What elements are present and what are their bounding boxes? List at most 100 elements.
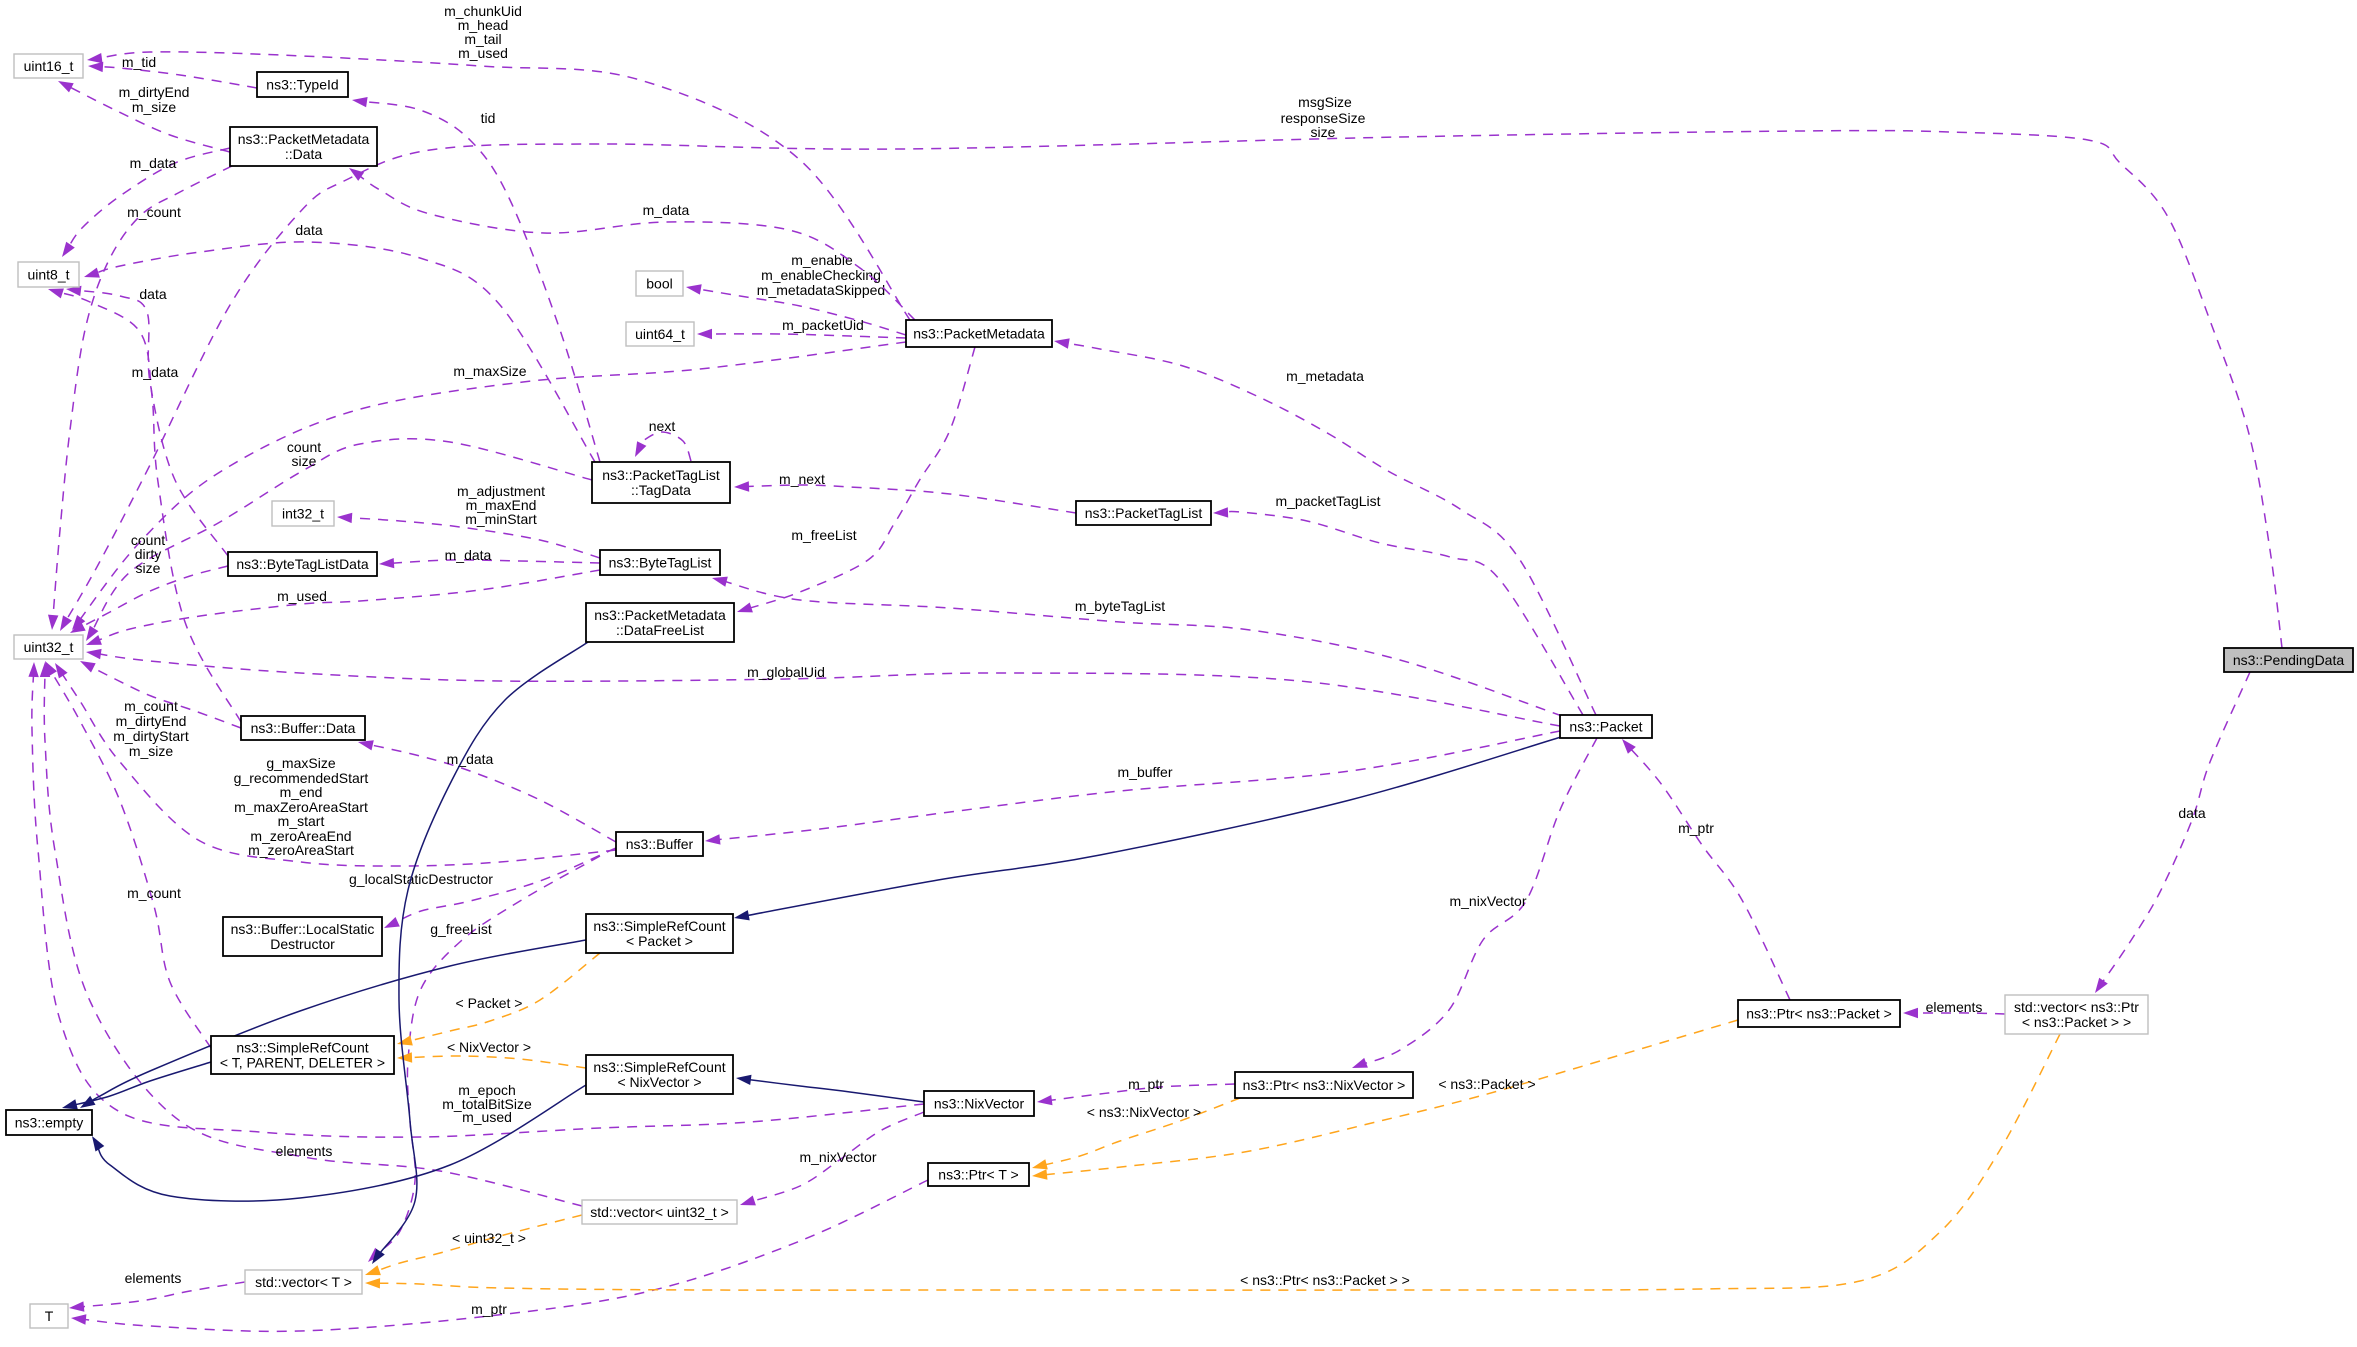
svg-text:data: data: [139, 286, 166, 302]
svg-text:m_packetUid: m_packetUid: [782, 317, 864, 333]
svg-text:m_nixVector: m_nixVector: [799, 1149, 876, 1165]
svg-text:m_totalBitSize: m_totalBitSize: [442, 1096, 532, 1112]
svg-text:elements: elements: [125, 1270, 182, 1286]
svg-text:ns3::SimpleRefCount: ns3::SimpleRefCount: [593, 918, 725, 934]
svg-text:m_metadata: m_metadata: [1286, 368, 1364, 384]
svg-text:ns3::Packet: ns3::Packet: [1569, 719, 1642, 735]
svg-text:uint16_t: uint16_t: [24, 58, 74, 74]
svg-text:m_used: m_used: [277, 588, 327, 604]
svg-text:g_recommendedStart: g_recommendedStart: [234, 770, 369, 786]
svg-text:< Packet >: < Packet >: [626, 933, 693, 949]
svg-text:ns3::SimpleRefCount: ns3::SimpleRefCount: [593, 1059, 725, 1075]
svg-text:ns3::NixVector: ns3::NixVector: [934, 1096, 1025, 1112]
svg-text:ns3::PacketTagList: ns3::PacketTagList: [1085, 505, 1203, 521]
svg-text:tid: tid: [481, 110, 496, 126]
svg-text:ns3::PacketMetadata: ns3::PacketMetadata: [238, 131, 370, 147]
svg-text:count: count: [287, 439, 321, 455]
svg-text:size: size: [292, 453, 317, 469]
svg-text:m_globalUid: m_globalUid: [747, 664, 825, 680]
svg-text:ns3::PacketMetadata: ns3::PacketMetadata: [594, 607, 726, 623]
svg-text:< Packet >: < Packet >: [456, 995, 523, 1011]
svg-text:g_maxSize: g_maxSize: [266, 755, 335, 771]
svg-text:m_next: m_next: [779, 471, 825, 487]
svg-text:< NixVector >: < NixVector >: [617, 1074, 701, 1090]
svg-text:size: size: [1311, 124, 1336, 140]
svg-text:count: count: [131, 532, 165, 548]
svg-text:m_byteTagList: m_byteTagList: [1075, 598, 1165, 614]
svg-text:::Data: ::Data: [285, 146, 323, 162]
svg-text:m_end: m_end: [280, 784, 323, 800]
svg-text:uint64_t: uint64_t: [635, 326, 685, 342]
svg-text:ns3::empty: ns3::empty: [15, 1115, 83, 1131]
svg-text:ns3::PacketMetadata: ns3::PacketMetadata: [913, 326, 1045, 342]
svg-text:< T, PARENT, DELETER >: < T, PARENT, DELETER >: [220, 1055, 385, 1071]
svg-text:m_data: m_data: [643, 202, 690, 218]
svg-text:T: T: [45, 1308, 54, 1324]
svg-text:m_count: m_count: [127, 204, 181, 220]
svg-text:m_freeList: m_freeList: [791, 527, 856, 543]
svg-text:m_count: m_count: [127, 885, 181, 901]
svg-text:next: next: [649, 418, 676, 434]
svg-text:ns3::Buffer::Data: ns3::Buffer::Data: [251, 720, 356, 736]
svg-text:uint8_t: uint8_t: [27, 267, 69, 283]
svg-text:ns3::ByteTagListData: ns3::ByteTagListData: [236, 556, 369, 572]
svg-text:bool: bool: [646, 276, 672, 292]
svg-text:m_adjustment: m_adjustment: [457, 483, 545, 499]
svg-text:responseSize: responseSize: [1281, 110, 1366, 126]
svg-text:m_packetTagList: m_packetTagList: [1275, 493, 1380, 509]
svg-text:size: size: [136, 560, 161, 576]
svg-text:m_enable: m_enable: [791, 252, 853, 268]
svg-text:ns3::Buffer::LocalStatic: ns3::Buffer::LocalStatic: [231, 921, 375, 937]
svg-text:m_size: m_size: [132, 99, 177, 115]
svg-text:< uint32_t >: < uint32_t >: [452, 1230, 526, 1246]
svg-text:data: data: [295, 222, 322, 238]
svg-text:m_zeroAreaEnd: m_zeroAreaEnd: [250, 828, 351, 844]
svg-text:m_ptr: m_ptr: [471, 1301, 507, 1317]
svg-text:g_localStaticDestructor: g_localStaticDestructor: [349, 871, 493, 887]
svg-text:< ns3::NixVector >: < ns3::NixVector >: [1087, 1104, 1201, 1120]
svg-text:ns3::ByteTagList: ns3::ByteTagList: [609, 555, 712, 571]
svg-text:< ns3::Ptr< ns3::Packet > >: < ns3::Ptr< ns3::Packet > >: [1240, 1272, 1410, 1288]
svg-text:m_metadataSkipped: m_metadataSkipped: [757, 282, 885, 298]
svg-text:m_epoch: m_epoch: [458, 1082, 516, 1098]
svg-text:ns3::PacketTagList: ns3::PacketTagList: [602, 467, 720, 483]
svg-text:uint32_t: uint32_t: [24, 639, 74, 655]
svg-text:m_maxEnd: m_maxEnd: [466, 497, 537, 513]
svg-text:m_head: m_head: [458, 17, 509, 33]
svg-text:< ns3::Packet > >: < ns3::Packet > >: [2022, 1014, 2131, 1030]
svg-text:m_data: m_data: [445, 547, 492, 563]
svg-text:m_ptr: m_ptr: [1128, 1076, 1164, 1092]
svg-text:m_dirtyEnd: m_dirtyEnd: [116, 713, 187, 729]
svg-text:ns3::Buffer: ns3::Buffer: [626, 836, 694, 852]
svg-text:m_count: m_count: [124, 698, 178, 714]
svg-text:m_enableChecking: m_enableChecking: [761, 267, 881, 283]
svg-text:m_ptr: m_ptr: [1678, 820, 1714, 836]
svg-text:std::vector< T >: std::vector< T >: [255, 1274, 352, 1290]
svg-text:< ns3::Packet >: < ns3::Packet >: [1438, 1076, 1535, 1092]
svg-text:m_used: m_used: [462, 1109, 512, 1125]
svg-text:m_zeroAreaStart: m_zeroAreaStart: [248, 842, 354, 858]
svg-text:< NixVector >: < NixVector >: [447, 1039, 531, 1055]
svg-text:::DataFreeList: ::DataFreeList: [616, 622, 704, 638]
svg-text:m_tail: m_tail: [464, 31, 501, 47]
svg-text:ns3::PendingData: ns3::PendingData: [2233, 652, 2345, 668]
svg-text:m_used: m_used: [458, 45, 508, 61]
svg-text:ns3::SimpleRefCount: ns3::SimpleRefCount: [236, 1040, 368, 1056]
svg-text:elements: elements: [276, 1143, 333, 1159]
svg-text:msgSize: msgSize: [1298, 94, 1352, 110]
svg-text:dirty: dirty: [135, 546, 161, 562]
svg-text:m_dirtyEnd: m_dirtyEnd: [119, 84, 190, 100]
svg-text:int32_t: int32_t: [282, 506, 324, 522]
svg-text:g_freeList: g_freeList: [430, 921, 492, 937]
svg-text:ns3::Ptr< T >: ns3::Ptr< T >: [938, 1167, 1018, 1183]
svg-text:m_maxZeroAreaStart: m_maxZeroAreaStart: [234, 799, 368, 815]
svg-text:m_data: m_data: [130, 155, 177, 171]
svg-text:m_chunkUid: m_chunkUid: [444, 3, 522, 19]
svg-text:m_start: m_start: [278, 813, 325, 829]
svg-text:m_data: m_data: [132, 364, 179, 380]
svg-text:std::vector< ns3::Ptr: std::vector< ns3::Ptr: [2014, 999, 2139, 1015]
svg-text:m_dirtyStart: m_dirtyStart: [113, 728, 189, 744]
svg-text:m_nixVector: m_nixVector: [1449, 893, 1526, 909]
svg-text:m_buffer: m_buffer: [1118, 764, 1173, 780]
svg-text:::TagData: ::TagData: [631, 482, 691, 498]
